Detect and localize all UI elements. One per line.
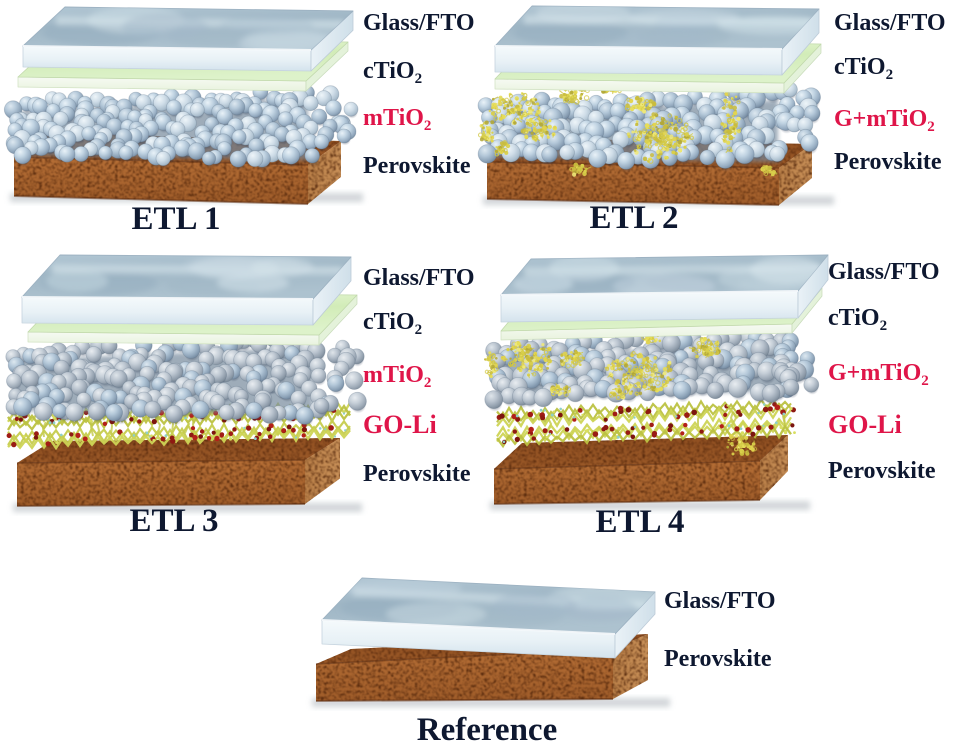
- svg-text:Glass/FTO: Glass/FTO: [363, 265, 475, 291]
- svg-text:Perovskite: Perovskite: [664, 646, 772, 672]
- svg-text:Perovskite: Perovskite: [363, 461, 471, 487]
- svg-text:ETL 3: ETL 3: [130, 503, 219, 539]
- svg-text:Glass/FTO: Glass/FTO: [834, 10, 946, 36]
- svg-text:cTiO2: cTiO2: [834, 54, 893, 83]
- svg-text:GO-Li: GO-Li: [828, 410, 902, 439]
- svg-text:cTiO2: cTiO2: [363, 58, 422, 87]
- svg-text:Perovskite: Perovskite: [363, 153, 471, 179]
- svg-text:G+mTiO2: G+mTiO2: [834, 106, 935, 135]
- svg-text:Reference: Reference: [417, 712, 557, 744]
- svg-text:Perovskite: Perovskite: [828, 458, 936, 484]
- svg-text:ETL 1: ETL 1: [132, 201, 221, 237]
- svg-text:cTiO2: cTiO2: [828, 305, 887, 334]
- svg-text:ETL 4: ETL 4: [596, 504, 685, 540]
- svg-text:Glass/FTO: Glass/FTO: [363, 10, 475, 36]
- svg-text:Glass/FTO: Glass/FTO: [828, 259, 940, 285]
- svg-text:GO-Li: GO-Li: [363, 410, 437, 439]
- svg-text:Glass/FTO: Glass/FTO: [664, 588, 776, 614]
- svg-text:G+mTiO2: G+mTiO2: [828, 360, 929, 389]
- svg-text:cTiO2: cTiO2: [363, 309, 422, 338]
- svg-text:mTiO2: mTiO2: [363, 105, 431, 134]
- svg-text:ETL 2: ETL 2: [590, 200, 679, 236]
- svg-text:mTiO2: mTiO2: [363, 362, 431, 391]
- svg-text:Perovskite: Perovskite: [834, 149, 942, 175]
